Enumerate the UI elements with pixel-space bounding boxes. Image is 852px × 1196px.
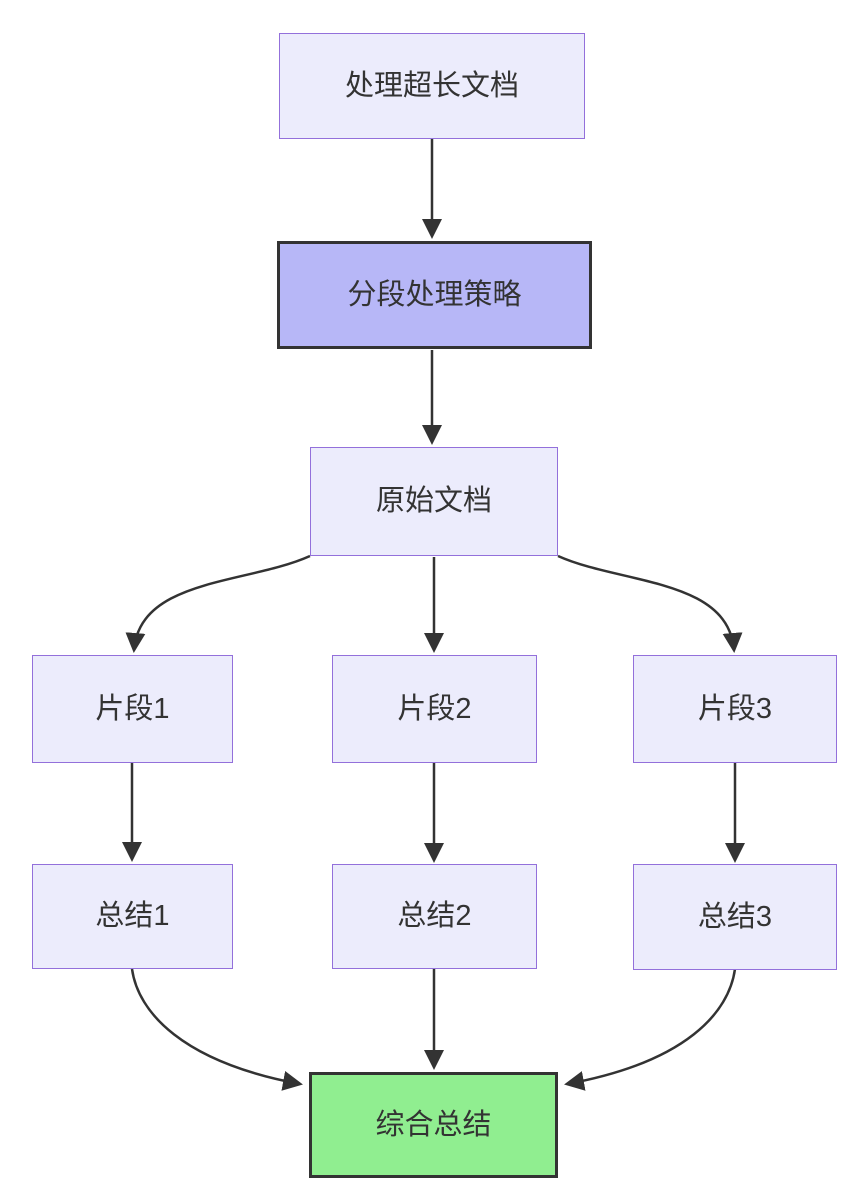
node-label: 总结1 (95, 900, 170, 933)
node-final-summary: 综合总结 (309, 1072, 558, 1178)
node-process-long-document: 处理超长文档 (279, 33, 585, 139)
node-summary-3: 总结3 (633, 864, 837, 970)
node-summary-1: 总结1 (32, 864, 233, 969)
node-label: 片段2 (397, 692, 472, 725)
node-label: 片段1 (95, 692, 170, 725)
node-label: 原始文档 (375, 485, 492, 518)
edge-sum1-to-final (130, 968, 303, 1091)
node-segment-3: 片段3 (633, 655, 837, 763)
node-label: 总结2 (397, 900, 472, 933)
edge-sum3-to-final (564, 968, 737, 1091)
node-label: 总结3 (697, 900, 773, 933)
node-summary-2: 总结2 (332, 864, 537, 969)
node-label: 综合总结 (375, 1108, 492, 1141)
node-original-document: 原始文档 (310, 447, 558, 556)
node-segmentation-strategy: 分段处理策略 (277, 241, 592, 349)
node-label: 分段处理策略 (347, 278, 522, 311)
edge-doc-to-seg1 (125, 554, 311, 653)
node-label: 片段3 (697, 692, 773, 725)
node-label: 处理超长文档 (344, 69, 519, 102)
node-segment-1: 片段1 (32, 655, 233, 763)
edge-doc-to-seg3 (557, 554, 743, 653)
node-segment-2: 片段2 (332, 655, 537, 763)
